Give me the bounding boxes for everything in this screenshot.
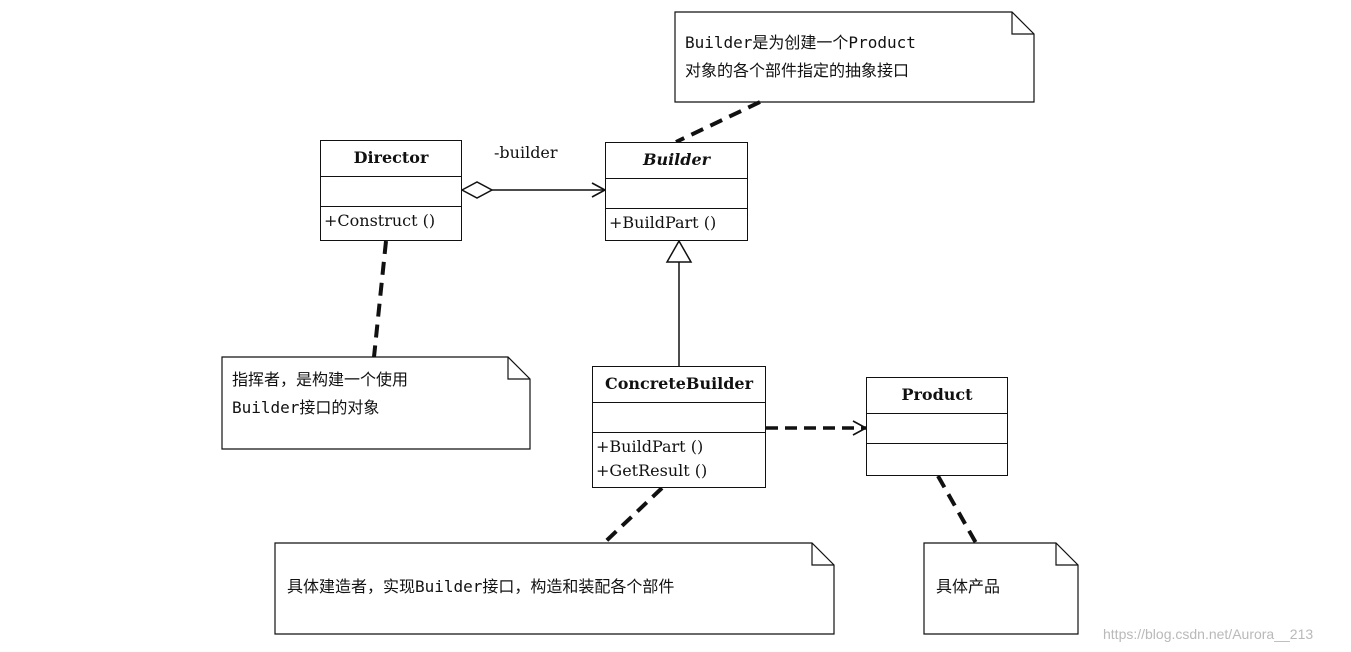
builder-note-line-2: 对象的各个部件指定的抽象接口 <box>685 61 910 80</box>
concrete-builder-op-buildpart: +BuildPart () <box>596 437 704 456</box>
watermark: https://blog.csdn.net/Aurora__213 <box>1103 626 1314 642</box>
aggregation-association <box>460 181 607 199</box>
concrete-builder-note-line-1: 具体建造者，实现Builder接口，构造和装配各个部件 <box>287 577 675 596</box>
product-note-line-1: 具体产品 <box>936 577 1001 596</box>
director-attributes <box>321 177 461 207</box>
concrete-builder-attributes <box>593 403 765 433</box>
director-note-line-2: Builder接口的对象 <box>232 398 380 417</box>
builder-note-text: Builder是为创建一个Product 对象的各个部件指定的抽象接口 <box>685 29 916 85</box>
product-note-text: 具体产品 <box>936 573 1000 601</box>
builder-class-name: Builder <box>606 143 747 179</box>
product-class[interactable]: Product <box>866 377 1008 476</box>
builder-note-anchor <box>675 100 761 144</box>
product-note-shape <box>923 542 1079 635</box>
product-operations <box>867 444 1007 475</box>
director-note-shape <box>221 356 531 450</box>
builder-op-buildpart: +BuildPart () <box>609 213 717 232</box>
director-operations: +Construct () <box>321 207 461 233</box>
concrete-builder-note-text: 具体建造者，实现Builder接口，构造和装配各个部件 <box>287 573 674 601</box>
product-attributes <box>867 414 1007 444</box>
director-note-text: 指挥者，是构建一个使用 Builder接口的对象 <box>232 366 408 422</box>
product-class-name: Product <box>867 378 1007 414</box>
concrete-builder-class[interactable]: ConcreteBuilder +BuildPart () +GetResult… <box>592 366 766 488</box>
concrete-builder-op-getresult: +GetResult () <box>596 461 708 480</box>
builder-operations: +BuildPart () <box>606 209 747 235</box>
director-class[interactable]: Director +Construct () <box>320 140 462 241</box>
concrete-builder-note-anchor <box>602 486 664 545</box>
builder-note-line-1: Builder是为创建一个Product <box>685 33 916 52</box>
builder-class[interactable]: Builder +BuildPart () <box>605 142 748 241</box>
builder-attributes <box>606 179 747 209</box>
concrete-builder-note-shape <box>274 542 835 635</box>
concrete-builder-class-name: ConcreteBuilder <box>593 367 765 403</box>
concrete-builder-operations: +BuildPart () +GetResult () <box>593 433 765 483</box>
association-role-label: -builder <box>494 143 558 162</box>
builder-note-shape <box>674 11 1035 103</box>
director-note-anchor <box>372 240 388 358</box>
director-class-name: Director <box>321 141 461 177</box>
director-op-construct: +Construct () <box>324 211 436 230</box>
product-note-anchor <box>936 475 978 544</box>
generalization-arrow <box>665 239 693 366</box>
director-note-line-1: 指挥者，是构建一个使用 <box>232 370 409 389</box>
